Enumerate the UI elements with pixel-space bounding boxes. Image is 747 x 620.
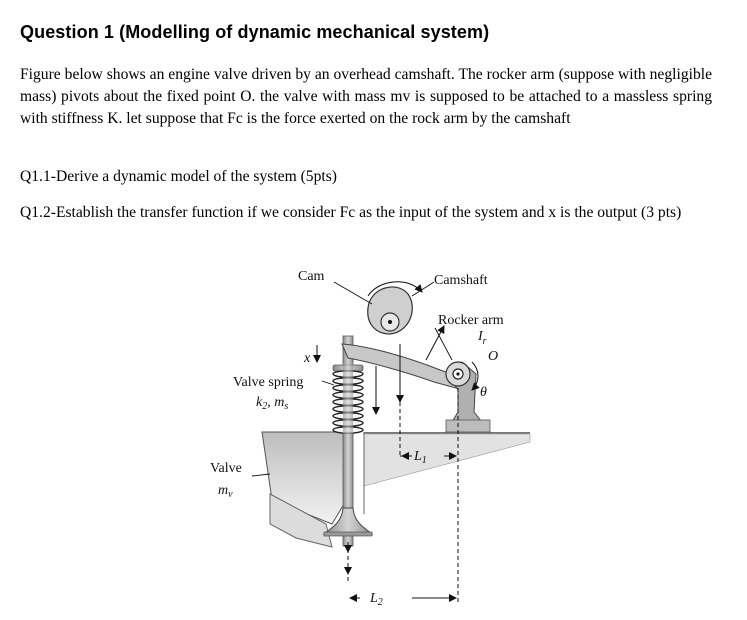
problem-statement: Figure below shows an engine valve drive… bbox=[20, 66, 712, 127]
camshaft-label: Camshaft bbox=[434, 273, 488, 288]
spring-params-label: k2, ms bbox=[256, 395, 288, 412]
l1-label: L1 bbox=[413, 449, 427, 466]
head-right-body bbox=[363, 433, 531, 487]
theta-label: θ bbox=[480, 385, 487, 400]
engine-valve-figure: Cam Camshaft Rocker arm Ir O θ x Valve s… bbox=[200, 262, 540, 614]
question-title: Question 1 (Modelling of dynamic mechani… bbox=[20, 22, 490, 42]
valve-diagram: Cam Camshaft Rocker arm Ir O θ x Valve s… bbox=[210, 269, 531, 608]
valve-spring-label: Valve spring bbox=[233, 375, 303, 390]
question-1-1: Q1.1-Derive a dynamic model of the syste… bbox=[20, 168, 337, 185]
theta-arrow bbox=[471, 361, 480, 391]
valve-port bbox=[269, 493, 333, 548]
rocker-arm-label: Rocker arm bbox=[438, 313, 504, 328]
head-right bbox=[364, 432, 530, 434]
valve-mass-label: mv bbox=[218, 483, 233, 500]
rocker-inertia-arrow bbox=[425, 325, 445, 361]
cam-label: Cam bbox=[298, 269, 325, 284]
l2-label: L2 bbox=[369, 591, 383, 608]
question-1-2: Q1.2-Establish the transfer function if … bbox=[20, 204, 682, 221]
valve-label: Valve bbox=[210, 461, 242, 476]
cam-rotation-arrow bbox=[367, 281, 423, 297]
cam-lobe bbox=[367, 286, 413, 335]
x-label: x bbox=[303, 351, 311, 366]
rocker-inertia-label: Ir bbox=[477, 329, 487, 347]
pivot-o-label: O bbox=[488, 349, 498, 364]
